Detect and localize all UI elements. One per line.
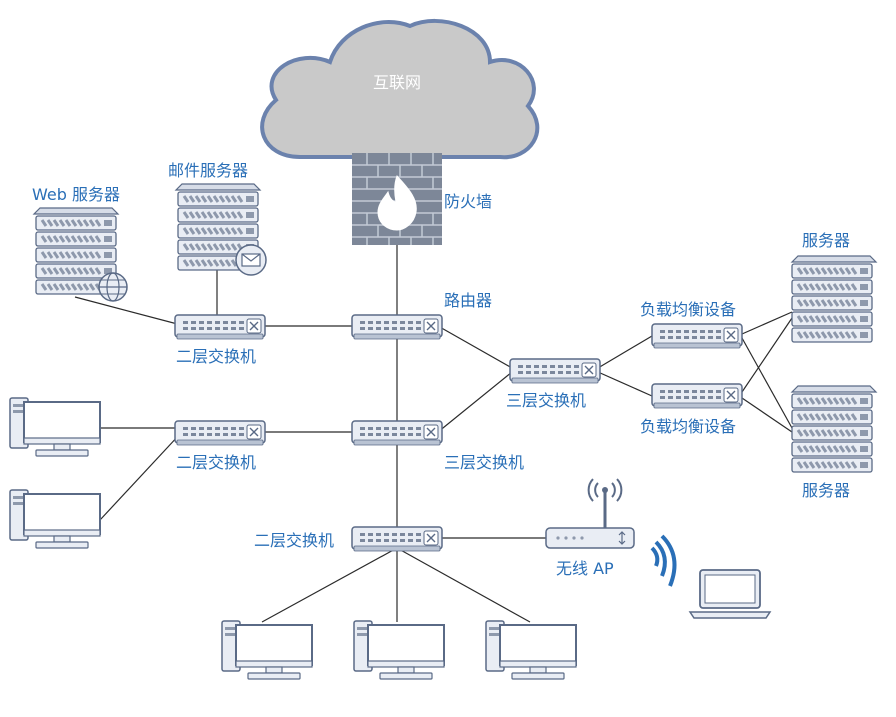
desktop-computer-icon <box>9 397 101 457</box>
globe-icon <box>98 272 128 302</box>
switch-icon <box>509 358 601 384</box>
mail-server: 邮件服务器 <box>168 161 267 276</box>
server-top-label: 服务器 <box>802 231 850 250</box>
l2-switch-bottom: 二层交换机 <box>254 526 443 552</box>
l3-switch-core-label: 三层交换机 <box>444 453 524 472</box>
desktop-computer-bottom-1 <box>221 620 313 680</box>
load-balancer-bottom: 负载均衡设备 <box>640 383 743 436</box>
switch-icon <box>651 323 743 349</box>
access-point-body <box>545 527 635 549</box>
laptop-icon <box>688 569 772 619</box>
internet-label: 互联网 <box>373 73 421 92</box>
router-label: 路由器 <box>444 291 492 310</box>
load-balancer-bottom-label: 负载均衡设备 <box>640 417 736 436</box>
switch-icon <box>351 420 443 446</box>
l3-switch-right: 三层交换机 <box>506 358 601 410</box>
switch-icon <box>351 526 443 552</box>
server-icon <box>32 207 120 296</box>
web-server: Web 服务器 <box>32 185 128 302</box>
server-icon <box>790 255 878 344</box>
switch-icon <box>651 383 743 409</box>
connection-lines <box>74 245 793 623</box>
desktop-computer-left-top <box>9 397 101 457</box>
server-bottom-label: 服务器 <box>802 481 850 500</box>
firewall-icon <box>352 153 442 245</box>
desktop-computer-bottom-3 <box>485 620 577 680</box>
load-balancer-top: 负载均衡设备 <box>640 300 743 349</box>
server-icon <box>790 385 878 474</box>
internet-cloud: 互联网 <box>260 18 540 160</box>
cloud-icon <box>260 18 540 160</box>
mail-icon <box>235 244 267 276</box>
firewall-label: 防火墙 <box>444 192 492 211</box>
l2-switch-mid-label: 二层交换机 <box>176 453 256 472</box>
mail-server-label: 邮件服务器 <box>168 161 248 180</box>
antenna-icon <box>587 478 623 528</box>
desktop-computer-icon <box>353 620 445 680</box>
server-bottom: 服务器 <box>790 385 878 500</box>
web-server-label: Web 服务器 <box>32 185 120 204</box>
l2-switch-mid: 二层交换机 <box>174 420 266 472</box>
wireless-ap-label: 无线 AP <box>556 559 614 578</box>
desktop-computer-icon <box>485 620 577 680</box>
switch-icon <box>174 314 266 340</box>
router: 路由器 <box>351 291 492 340</box>
server-top: 服务器 <box>790 231 878 344</box>
desktop-computer-icon <box>9 489 101 549</box>
switch-icon <box>351 314 443 340</box>
wireless-ap: 无线 AP <box>545 478 677 587</box>
firewall: 防火墙 <box>352 153 492 245</box>
desktop-computer-bottom-2 <box>353 620 445 680</box>
switch-icon <box>174 420 266 446</box>
desktop-computer-icon <box>221 620 313 680</box>
l2-switch-bottom-label: 二层交换机 <box>254 531 334 550</box>
l3-switch-right-label: 三层交换机 <box>506 391 586 410</box>
wifi-signal-icon <box>650 534 677 587</box>
l3-switch-core: 三层交换机 <box>351 420 524 472</box>
server-icon <box>174 183 262 272</box>
l2-switch-top: 二层交换机 <box>174 314 266 366</box>
load-balancer-top-label: 负载均衡设备 <box>640 300 736 319</box>
desktop-computer-left-bottom <box>9 489 101 549</box>
l2-switch-top-label: 二层交换机 <box>176 347 256 366</box>
